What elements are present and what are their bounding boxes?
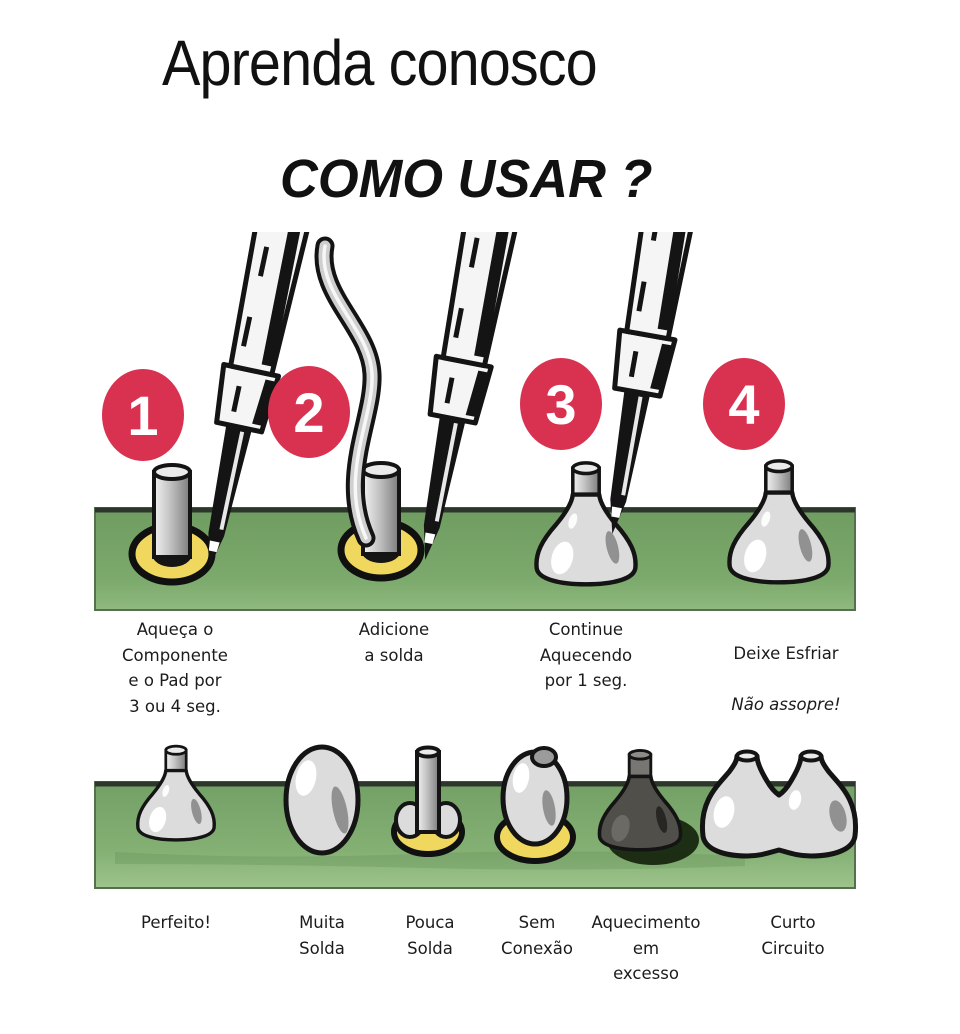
label-perfect: Perfeito!: [140, 913, 212, 932]
joint-overheated: [597, 749, 699, 865]
joint-short-circuit: [699, 749, 859, 859]
joint-too-much-solder: [283, 744, 361, 856]
caption-step4: Deixe Esfriar Não assopre!: [691, 615, 881, 743]
label-no-connection: Sem Conexão: [501, 913, 573, 958]
component-pin-step1: [152, 463, 192, 559]
step-badge-3: 3: [520, 358, 602, 450]
caption-step4-main: Deixe Esfriar: [733, 643, 839, 663]
step-badge-1: 1: [102, 369, 184, 461]
caption-step2: Adicione a solda: [358, 620, 430, 665]
label-too-much-solder: Muita Solda: [299, 913, 345, 958]
label-too-little-solder: Pouca Solda: [405, 913, 455, 958]
joint-too-little-solder: [391, 745, 465, 857]
caption-step4-note: Não assopre!: [731, 694, 841, 714]
joint-no-connection: [494, 746, 576, 864]
label-overheated: Aquecimento em excesso: [591, 913, 701, 984]
step-number-1: 1: [127, 384, 158, 447]
caption-step3: Continue Aquecendo por 1 seg.: [539, 620, 633, 691]
results-illustration: [94, 744, 859, 889]
page-subtitle: COMO USAR ?: [280, 149, 653, 209]
soldering-iron-step3: [585, 232, 703, 539]
caption-step1: Aqueça o Componente e o Pad por 3 ou 4 s…: [122, 620, 228, 716]
step-number-4: 4: [728, 373, 759, 436]
step-number-2: 2: [293, 381, 324, 444]
label-short-circuit: Curto Circuito: [761, 913, 825, 958]
page-title: Aprenda conosco: [162, 27, 598, 99]
steps-illustration: 1 2 3 4: [94, 232, 856, 611]
step-badge-4: 4: [703, 358, 785, 450]
step-badge-2: 2: [268, 366, 350, 458]
solder-wire: [314, 236, 382, 548]
step-number-3: 3: [545, 373, 576, 436]
